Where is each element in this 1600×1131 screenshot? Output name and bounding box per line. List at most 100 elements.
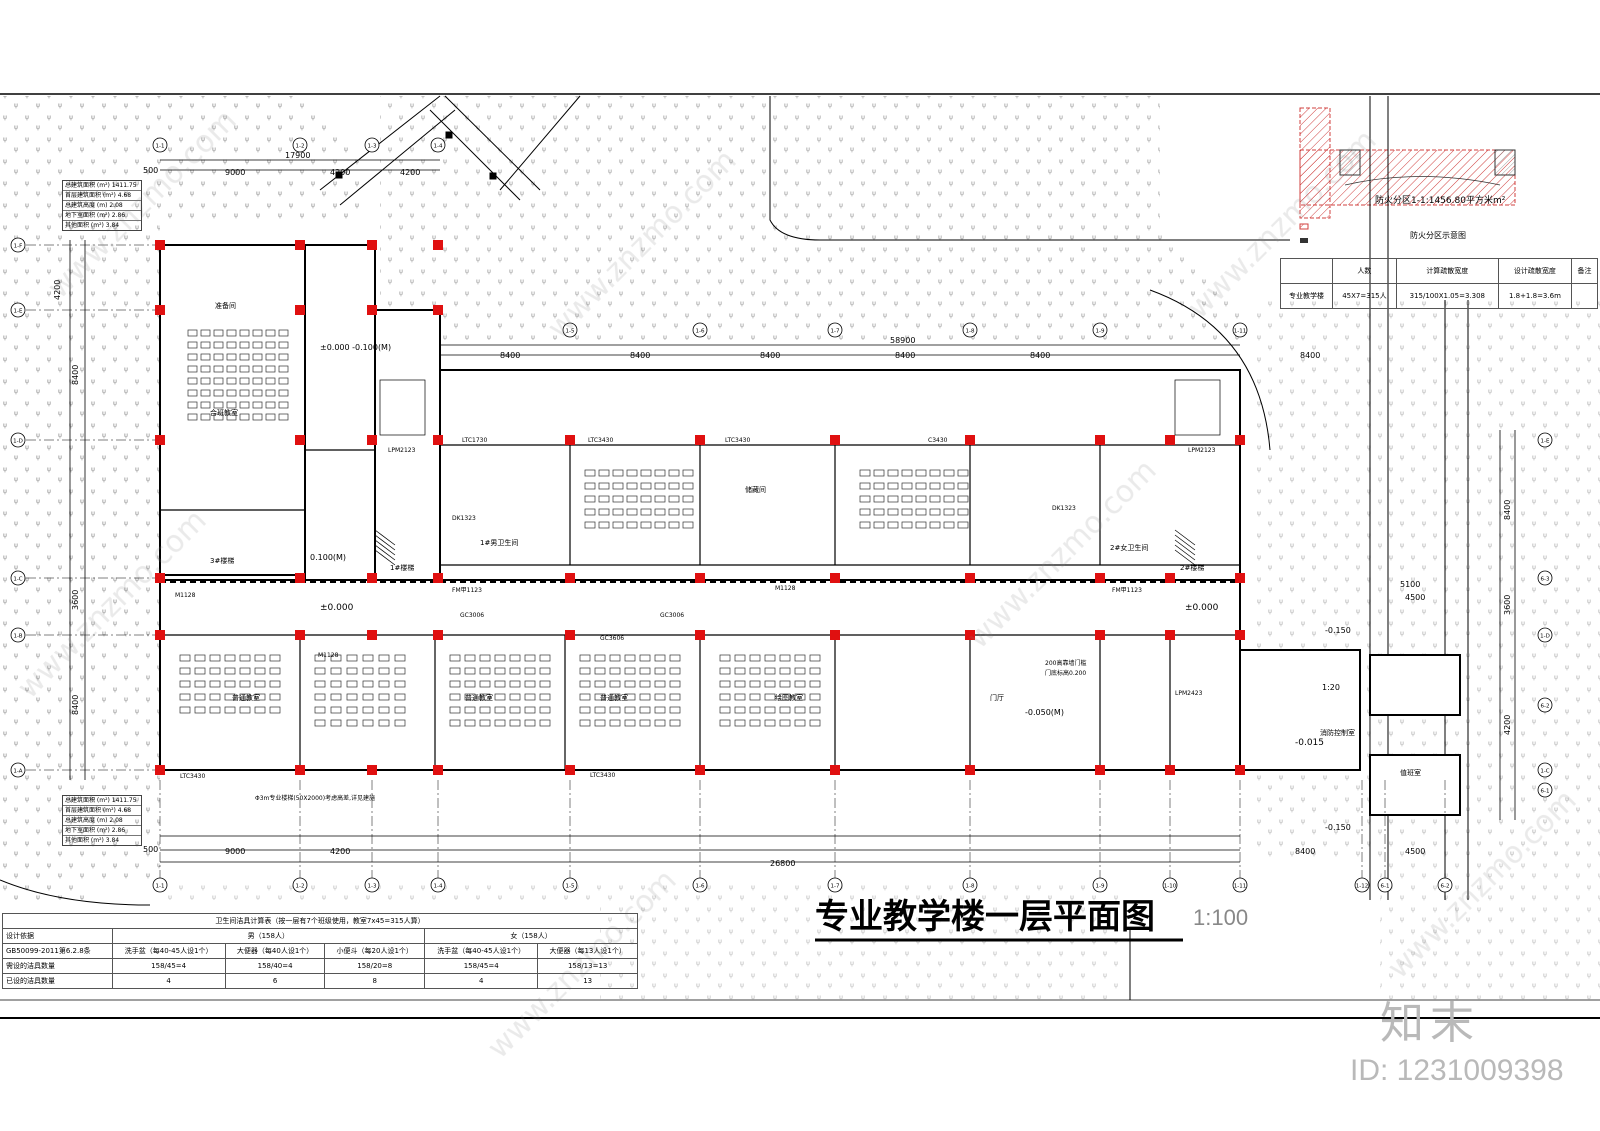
- desk: [449, 680, 461, 688]
- fire-zone-caption: 防火分区示意图: [1410, 230, 1466, 240]
- desk: [362, 680, 374, 688]
- desk: [873, 495, 885, 503]
- desk: [239, 680, 251, 688]
- desk: [213, 365, 224, 373]
- column: [367, 305, 377, 315]
- column: [155, 765, 165, 775]
- desk: [929, 469, 941, 477]
- desk: [524, 693, 536, 701]
- axis-label: 1-8: [966, 329, 975, 335]
- desk: [749, 680, 761, 688]
- column: [433, 435, 443, 445]
- desk: [187, 377, 198, 385]
- desk: [624, 654, 636, 662]
- desk: [278, 329, 289, 337]
- desk: [509, 680, 521, 688]
- exit-width-table: 人数 计算疏散宽度 设计疏散宽度 备注 专业教学楼 45X7=315人 315/…: [1279, 258, 1599, 309]
- desk: [887, 469, 899, 477]
- dim-side-6: 3600: [1503, 595, 1512, 615]
- desk: [626, 521, 638, 529]
- desk: [464, 667, 476, 675]
- desk: [809, 654, 821, 662]
- desk: [194, 680, 206, 688]
- desk: [539, 667, 551, 675]
- column: [965, 573, 975, 583]
- tag-door-2: M1128: [318, 652, 339, 659]
- desk: [779, 667, 791, 675]
- column: [295, 240, 305, 250]
- dim-bay-1: 8400: [500, 351, 520, 360]
- desk: [668, 482, 680, 490]
- desk: [464, 680, 476, 688]
- axis-label: 1-7: [831, 884, 840, 890]
- column: [433, 630, 443, 640]
- axis-bubble: [692, 322, 708, 338]
- dim-bottom-b: 4200: [330, 847, 350, 856]
- axis-bubble: [10, 627, 26, 643]
- desk: [929, 521, 941, 529]
- dim-side-5: 8400: [1503, 500, 1512, 520]
- desk: [749, 719, 761, 727]
- desk: [749, 667, 761, 675]
- room-classroom-2: 普通教室: [465, 693, 493, 702]
- desk: [719, 693, 731, 701]
- desk: [609, 654, 621, 662]
- stat-row: 其他面积 (m²) 3.84: [65, 837, 120, 844]
- watermark-brand: 知末: [1380, 998, 1480, 1049]
- exit-cell: 45X7=315人: [1332, 283, 1397, 309]
- dim-side-1: 4200: [53, 280, 62, 300]
- column: [1235, 573, 1245, 583]
- desk: [449, 667, 461, 675]
- desk: [624, 667, 636, 675]
- desk: [509, 654, 521, 662]
- desk: [187, 401, 198, 409]
- desk: [213, 377, 224, 385]
- level-main-right: ±0.000: [1185, 603, 1219, 613]
- desk: [239, 706, 251, 714]
- desk: [179, 654, 191, 662]
- desk: [494, 719, 506, 727]
- column: [155, 240, 165, 250]
- axis-label: 1-2: [296, 884, 305, 890]
- desk: [239, 667, 251, 675]
- desk: [584, 508, 596, 516]
- axis-label: 1-1: [156, 144, 165, 150]
- column: [367, 435, 377, 445]
- axis-bubble: [962, 322, 978, 338]
- desk: [252, 389, 263, 397]
- axis-label: 1-9: [1096, 329, 1105, 335]
- desk: [579, 654, 591, 662]
- axis-label: 1-D: [1540, 634, 1550, 640]
- desk: [265, 365, 276, 373]
- stat-row: 首层建筑面积 (m²) 4.68: [63, 806, 141, 816]
- desk: [873, 508, 885, 516]
- desk: [915, 469, 927, 477]
- exit-head: [1279, 258, 1334, 284]
- desk: [346, 706, 358, 714]
- exit-cell: 315/100X1.05=3.308: [1395, 283, 1499, 309]
- axis-bubble: [430, 137, 446, 153]
- desk: [378, 719, 390, 727]
- desk: [626, 495, 638, 503]
- desk: [524, 706, 536, 714]
- desk: [734, 719, 746, 727]
- desk: [254, 667, 266, 675]
- tag-lpm-2: LPM2123: [1188, 447, 1216, 454]
- toilet-have-cell: 4: [424, 973, 539, 989]
- desk: [224, 680, 236, 688]
- axis-bubble: [1537, 762, 1553, 778]
- column: [695, 435, 705, 445]
- desk: [378, 680, 390, 688]
- desk: [764, 693, 776, 701]
- column: [155, 435, 165, 445]
- desk: [278, 389, 289, 397]
- desk: [612, 521, 624, 529]
- desk: [887, 508, 899, 516]
- desk: [269, 693, 281, 701]
- desk: [579, 706, 591, 714]
- toilet-col-head: 大便器（每40人设1个）: [224, 943, 326, 959]
- column: [433, 240, 443, 250]
- desk: [449, 693, 461, 701]
- desk: [539, 719, 551, 727]
- desk: [269, 706, 281, 714]
